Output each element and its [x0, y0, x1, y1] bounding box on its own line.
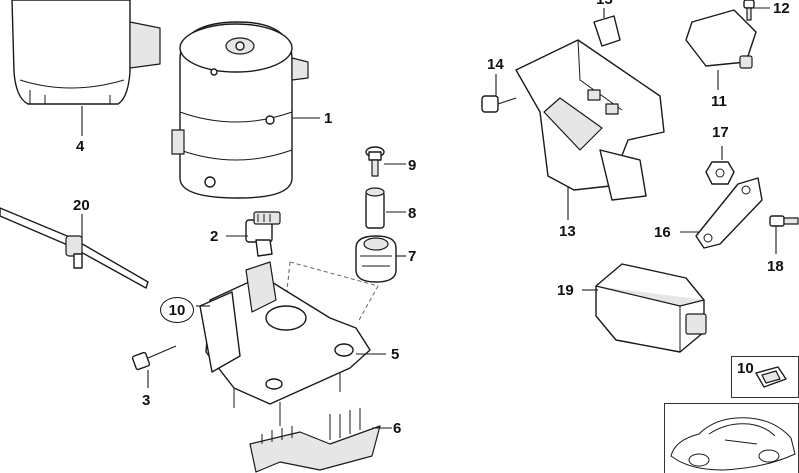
vehicle-outline — [670, 417, 796, 471]
callout-14: 14 — [487, 56, 504, 73]
callout-19: 19 — [557, 282, 574, 299]
part-13-bracket — [515, 39, 665, 201]
part-3-bolt — [131, 345, 177, 371]
callout-9: 9 — [408, 157, 417, 174]
callout-4: 4 — [76, 138, 85, 155]
part-7-rubber-mount — [355, 235, 397, 283]
callout-8: 8 — [408, 205, 417, 222]
part-8-sleeve — [365, 187, 385, 229]
part-15-clip — [593, 15, 621, 47]
inset-part-10: 10 — [731, 356, 799, 398]
leader-lines — [81, 7, 777, 429]
part-17-nut — [705, 161, 735, 185]
callout-10-circled: 10 — [160, 297, 194, 323]
callout-7: 7 — [408, 248, 417, 265]
part-11-sensor — [685, 9, 757, 69]
part-9-screw — [365, 146, 385, 177]
callout-13: 13 — [559, 223, 576, 240]
part-1-pump-unit — [171, 21, 309, 199]
callout-11: 11 — [711, 93, 727, 110]
part-19-control-unit — [595, 263, 707, 353]
inset-vehicle-locator — [664, 403, 799, 473]
part-10-inset-drawing — [755, 366, 787, 388]
callout-15: 15 — [596, 0, 613, 7]
callout-16: 16 — [654, 224, 671, 241]
part-20-cable-tie — [0, 207, 149, 289]
callout-1: 1 — [324, 110, 333, 127]
part-14-bolt — [481, 95, 517, 113]
callout-6: 6 — [393, 420, 402, 437]
part-5-bracket — [199, 261, 371, 426]
inset-callout-10: 10 — [737, 360, 754, 377]
callout-2: 2 — [210, 228, 219, 245]
callout-5: 5 — [391, 346, 400, 363]
part-2-fitting — [245, 211, 281, 257]
callout-17: 17 — [712, 124, 729, 141]
part-6-mounts — [249, 408, 381, 473]
callout-20: 20 — [73, 197, 90, 214]
callout-12: 12 — [773, 0, 790, 17]
part-4-cover — [11, 0, 161, 105]
callout-18: 18 — [767, 258, 784, 275]
callout-3: 3 — [142, 392, 151, 409]
part-16-holder — [695, 177, 763, 249]
part-12-screw — [743, 0, 755, 21]
part-18-screw — [769, 215, 799, 227]
